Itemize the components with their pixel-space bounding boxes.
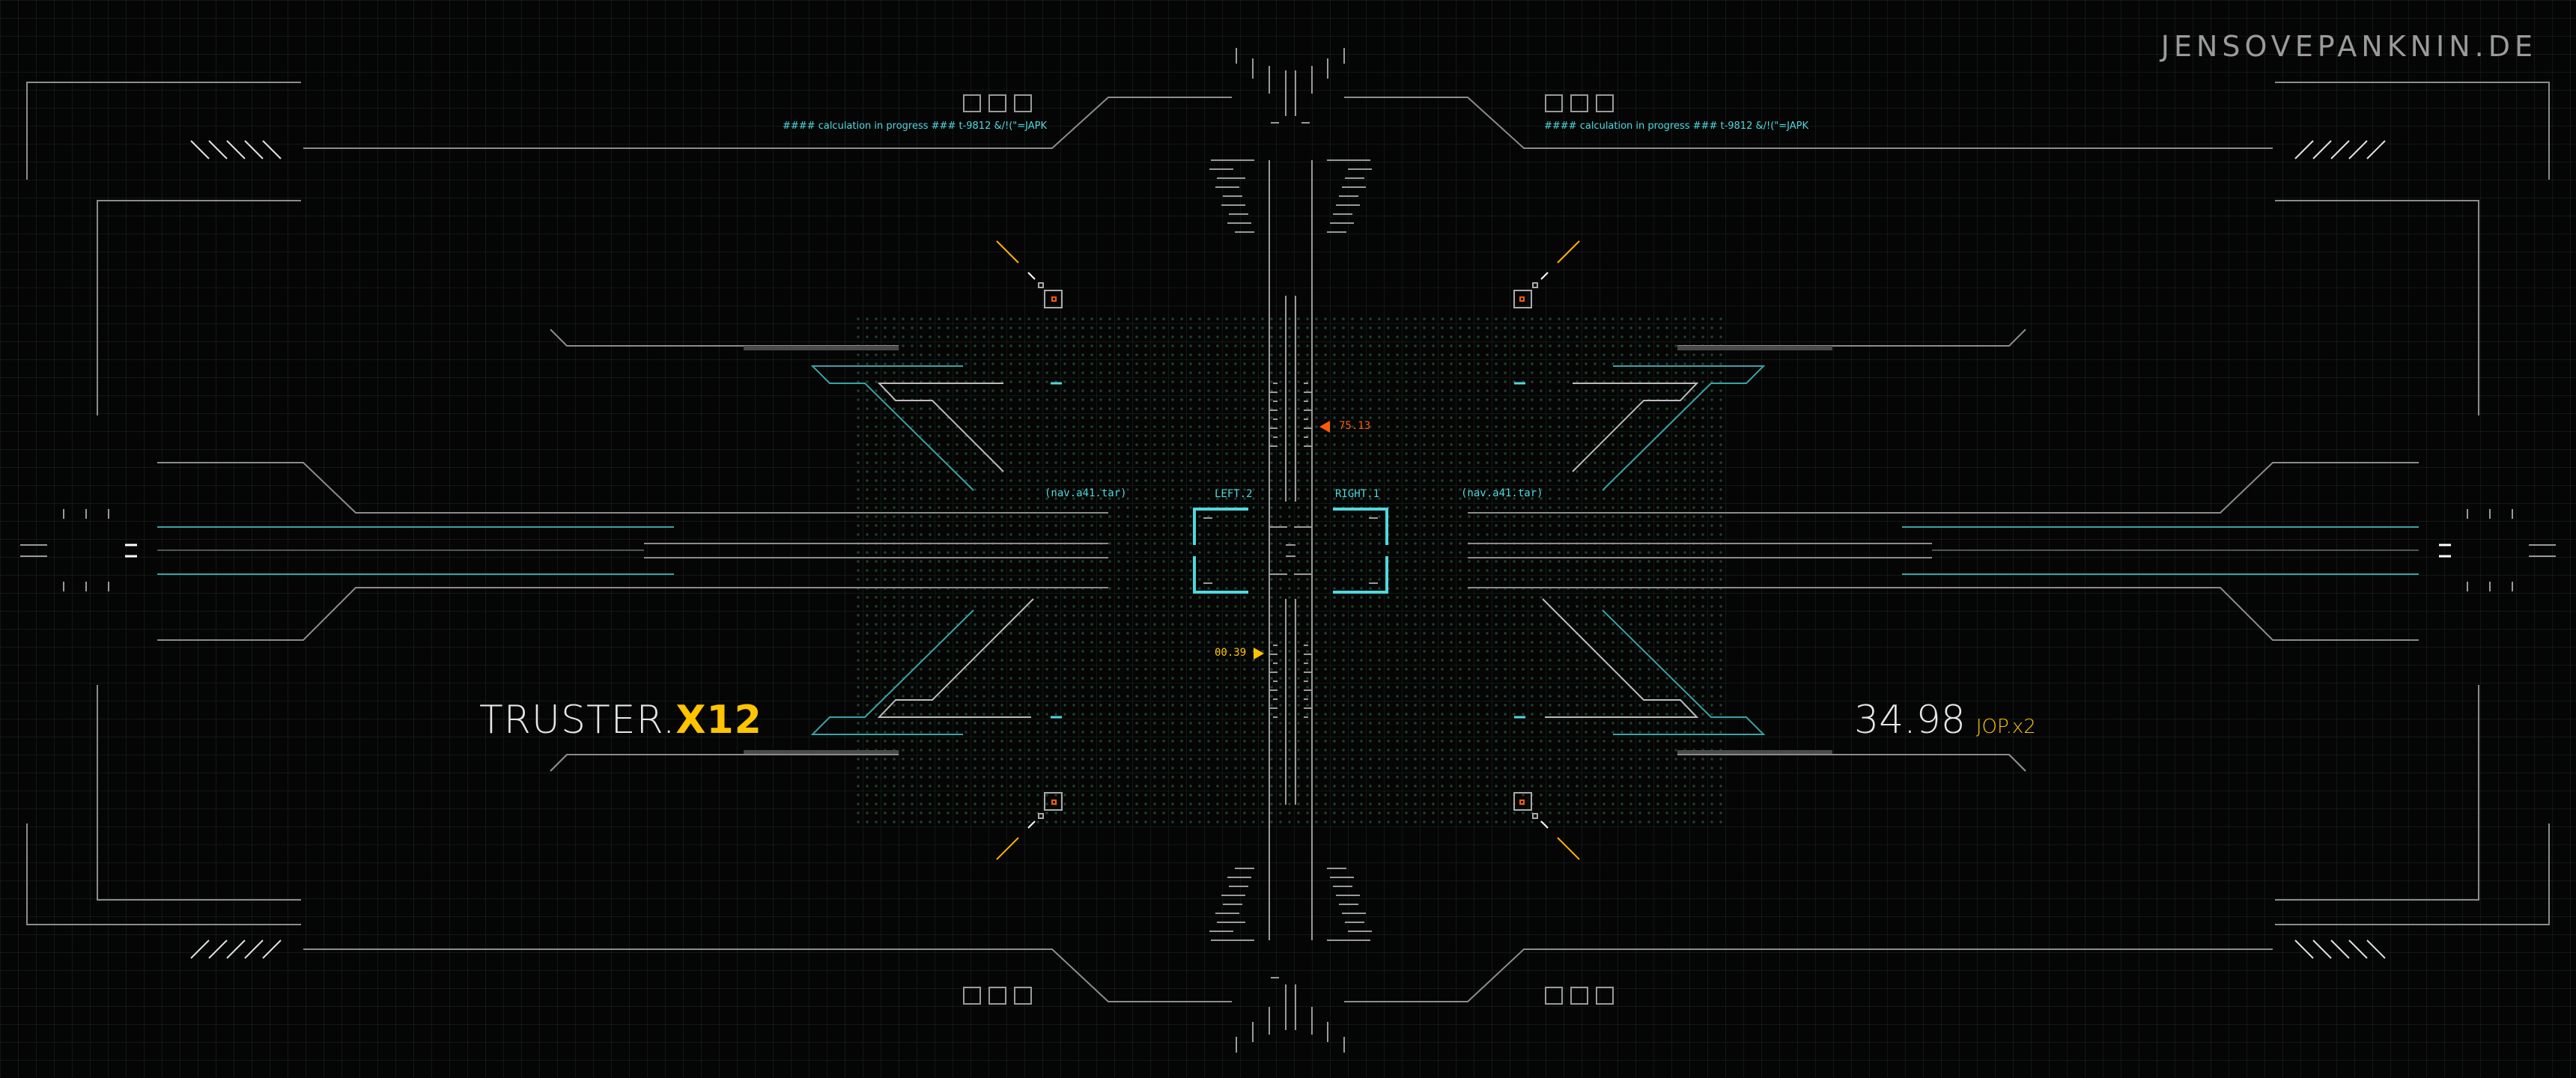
lower-side-rail xyxy=(157,587,1108,641)
upper-readout: 75.13 xyxy=(1339,420,1371,432)
ladder-ticks xyxy=(1209,159,1372,233)
upper-wing-white xyxy=(877,383,1004,472)
indicator-box xyxy=(1570,94,1588,112)
reticle xyxy=(1193,508,1388,594)
yellow-pointer-icon xyxy=(1254,648,1264,660)
hud-left-half xyxy=(20,82,1232,1002)
indicator-boxes-top-right xyxy=(1545,94,1614,112)
value-number: 34.98 xyxy=(1854,698,1966,743)
inner-bracket-bottom xyxy=(97,685,301,901)
slash-marks-top xyxy=(190,140,282,159)
truster-title: TRUSTER.X12 xyxy=(479,698,762,743)
indicator-box xyxy=(963,94,981,112)
lower-wing-outer xyxy=(550,754,899,772)
indicator-box xyxy=(1596,987,1614,1005)
target-marker-upper xyxy=(996,240,1063,308)
upper-wing-cyan xyxy=(810,365,974,491)
indicator-box xyxy=(988,987,1006,1005)
indicator-box xyxy=(1014,94,1032,112)
status-line-left: #### calculation in progress ### t-9812 … xyxy=(783,121,1048,132)
center-column xyxy=(1236,48,1345,1053)
truster-title-text: TRUSTER. xyxy=(479,698,676,743)
indicator-boxes-top-left xyxy=(963,94,1032,112)
value-display: 34.98 JOP.x2 xyxy=(1854,698,2036,743)
indicator-box xyxy=(1545,94,1563,112)
reticle-left-label: LEFT.2 xyxy=(1215,488,1253,500)
bottom-rail xyxy=(303,948,1232,1002)
outer-bracket-top xyxy=(26,82,301,180)
indicator-box xyxy=(1596,94,1614,112)
lower-wing-cyan xyxy=(810,609,974,735)
upper-side-rail xyxy=(157,462,1108,514)
target-marker-lower xyxy=(996,792,1063,860)
indicator-box xyxy=(1014,987,1032,1005)
brand-watermark[interactable]: JENSOVEPANKNIN.DE xyxy=(2160,30,2537,63)
indicator-boxes-bottom-left xyxy=(963,987,1032,1005)
slash-marks-bottom xyxy=(190,940,282,959)
indicator-box xyxy=(1570,987,1588,1005)
indicator-box xyxy=(988,94,1006,112)
side-ticks xyxy=(20,509,109,591)
status-line-right: #### calculation in progress ### t-9812 … xyxy=(1544,121,1809,132)
indicator-box xyxy=(963,987,981,1005)
nav-label-left: (nav.a41.tar) xyxy=(1045,487,1127,499)
value-accent: JOP.x2 xyxy=(1975,716,2036,738)
inner-bracket-top xyxy=(97,200,301,415)
center-dot-matrix xyxy=(854,314,1722,823)
truster-accent: X12 xyxy=(675,698,762,743)
lower-readout: 00.39 xyxy=(1215,647,1247,659)
lower-wing-white xyxy=(877,598,1034,718)
top-rail xyxy=(303,97,1232,149)
indicator-boxes-bottom-right xyxy=(1545,987,1614,1005)
orange-pointer-icon xyxy=(1319,421,1330,433)
hud-right-half xyxy=(1344,82,2556,1002)
scale-ticks xyxy=(1269,383,1312,718)
nav-label-right: (nav.a41.tar) xyxy=(1461,487,1543,499)
outer-bracket-bottom xyxy=(26,823,301,925)
upper-wing-outer xyxy=(550,329,899,347)
reticle-right-label: RIGHT.1 xyxy=(1335,488,1380,500)
indicator-box xyxy=(1545,987,1563,1005)
ladder-ticks-bottom xyxy=(1209,868,1373,941)
